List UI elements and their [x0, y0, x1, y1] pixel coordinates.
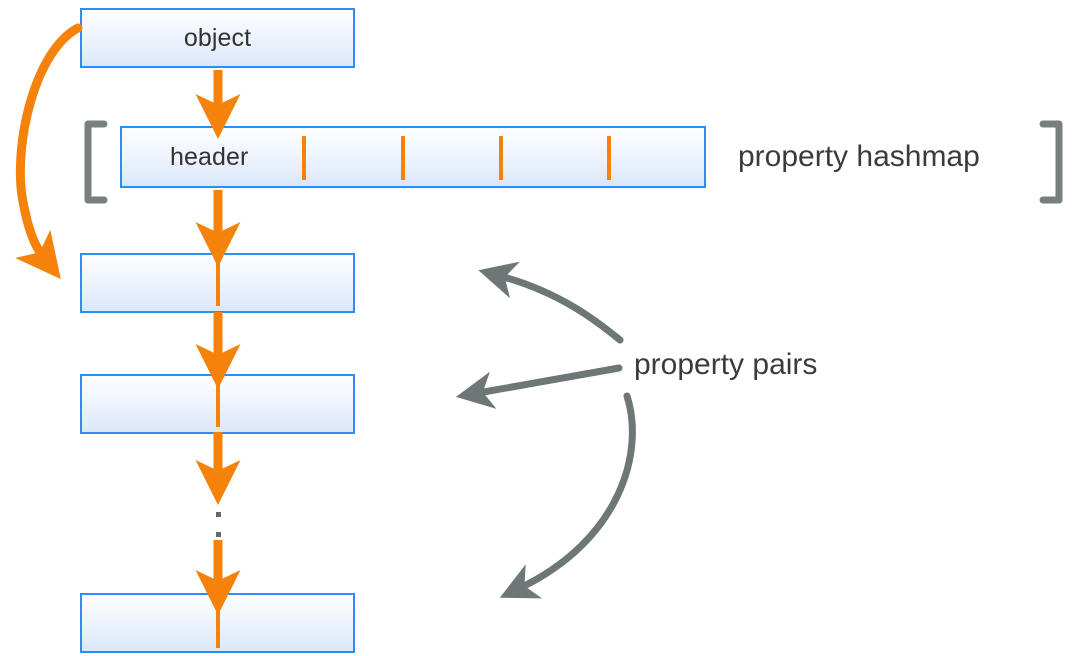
property-hashmap-label: property hashmap — [738, 140, 980, 173]
hashmap-slot-divider-2 — [401, 136, 405, 180]
object-box[interactable]: object — [80, 8, 355, 68]
ellipsis-dot-3 — [216, 532, 221, 537]
hashmap-slot-divider-3 — [499, 136, 503, 180]
hashmap-slot-divider-4 — [607, 136, 611, 180]
pair-box-1-divider — [216, 262, 220, 306]
ellipsis-dot-1 — [216, 492, 221, 497]
ellipsis-dot-2 — [216, 512, 221, 517]
header-label: header — [170, 142, 249, 171]
property-pairs-label: property pairs — [634, 348, 818, 381]
object-box-label: object — [183, 23, 252, 52]
right-bracket — [1039, 120, 1063, 204]
property-hashmap-bar[interactable]: header — [120, 126, 706, 188]
object-to-pair-curved-arrow — [15, 23, 83, 280]
hashmap-slot-divider-1 — [302, 136, 306, 180]
pair-box-n-divider — [216, 602, 220, 648]
ellipsis-dots — [216, 492, 221, 552]
pair-box-2-divider — [216, 383, 220, 427]
property-pairs-callout-arrows — [455, 261, 636, 599]
left-bracket — [84, 120, 108, 204]
